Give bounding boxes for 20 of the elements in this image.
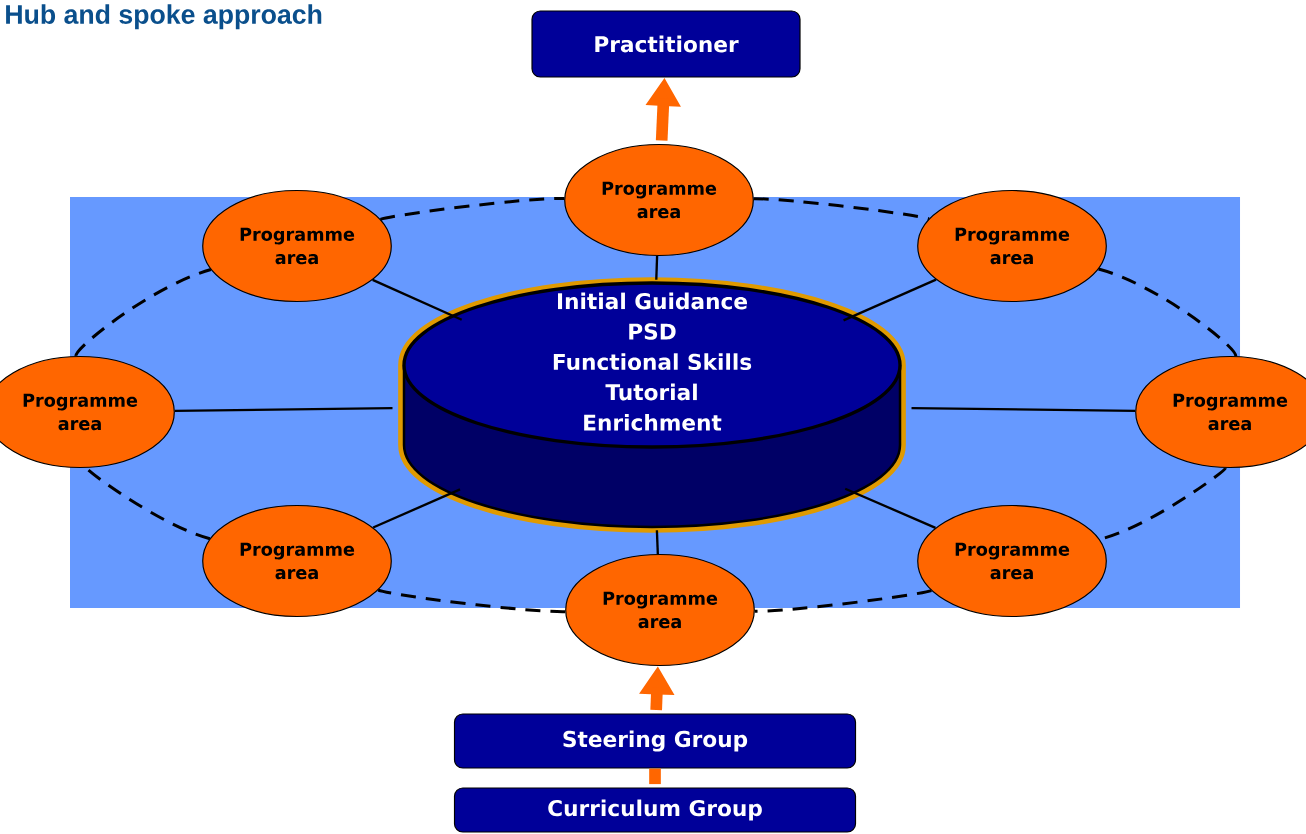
connector	[377, 588, 566, 614]
connector	[649, 768, 661, 785]
connector	[844, 487, 936, 529]
group-box: Curriculum Group	[453, 787, 857, 833]
connector	[655, 530, 659, 554]
connector	[753, 197, 930, 221]
connector	[380, 196, 565, 221]
connector	[843, 278, 937, 322]
connector	[655, 256, 659, 280]
connector	[754, 589, 932, 613]
group-box: Practitioner	[531, 10, 801, 78]
title: Hub and spoke approach	[6, 4, 322, 30]
connector	[74, 268, 212, 357]
connector	[85, 466, 211, 541]
connector	[372, 488, 461, 529]
connector	[174, 407, 393, 412]
group-box: Steering Group	[453, 713, 857, 769]
connector	[372, 278, 463, 321]
connector	[911, 407, 1136, 413]
connector	[1098, 267, 1238, 357]
